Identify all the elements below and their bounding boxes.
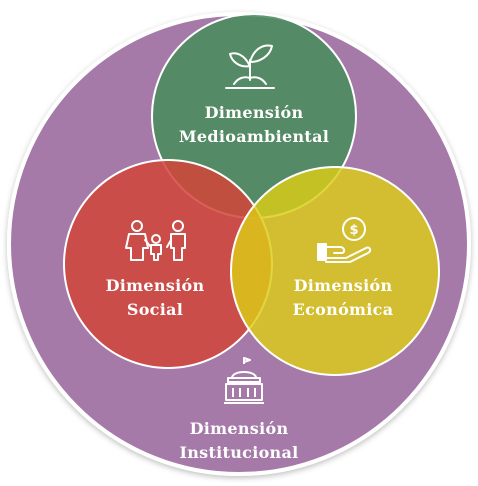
label-institucional: Dimensión Institucional	[164, 417, 314, 465]
label-economica: Dimensión Económica	[268, 274, 418, 322]
government-building-icon	[224, 357, 264, 404]
label-social: Dimensión Social	[80, 274, 230, 322]
institucional-line1: Dimensión	[189, 419, 289, 438]
institucional-line2: Institucional	[179, 443, 299, 462]
hand-coin-icon: $	[317, 217, 372, 263]
social-line1: Dimensión	[105, 276, 205, 295]
circle-economica	[230, 166, 440, 376]
label-medioambiental: Dimensión Medioambiental	[164, 101, 344, 149]
plant-sprout-icon	[225, 44, 275, 89]
family-icon	[125, 220, 186, 261]
economica-line1: Dimensión	[293, 276, 393, 295]
svg-text:$: $	[349, 223, 358, 238]
medioambiental-line1: Dimensión	[204, 103, 304, 122]
social-line2: Social	[126, 300, 184, 319]
medioambiental-line2: Medioambiental	[178, 127, 330, 146]
economica-line2: Económica	[292, 300, 394, 319]
